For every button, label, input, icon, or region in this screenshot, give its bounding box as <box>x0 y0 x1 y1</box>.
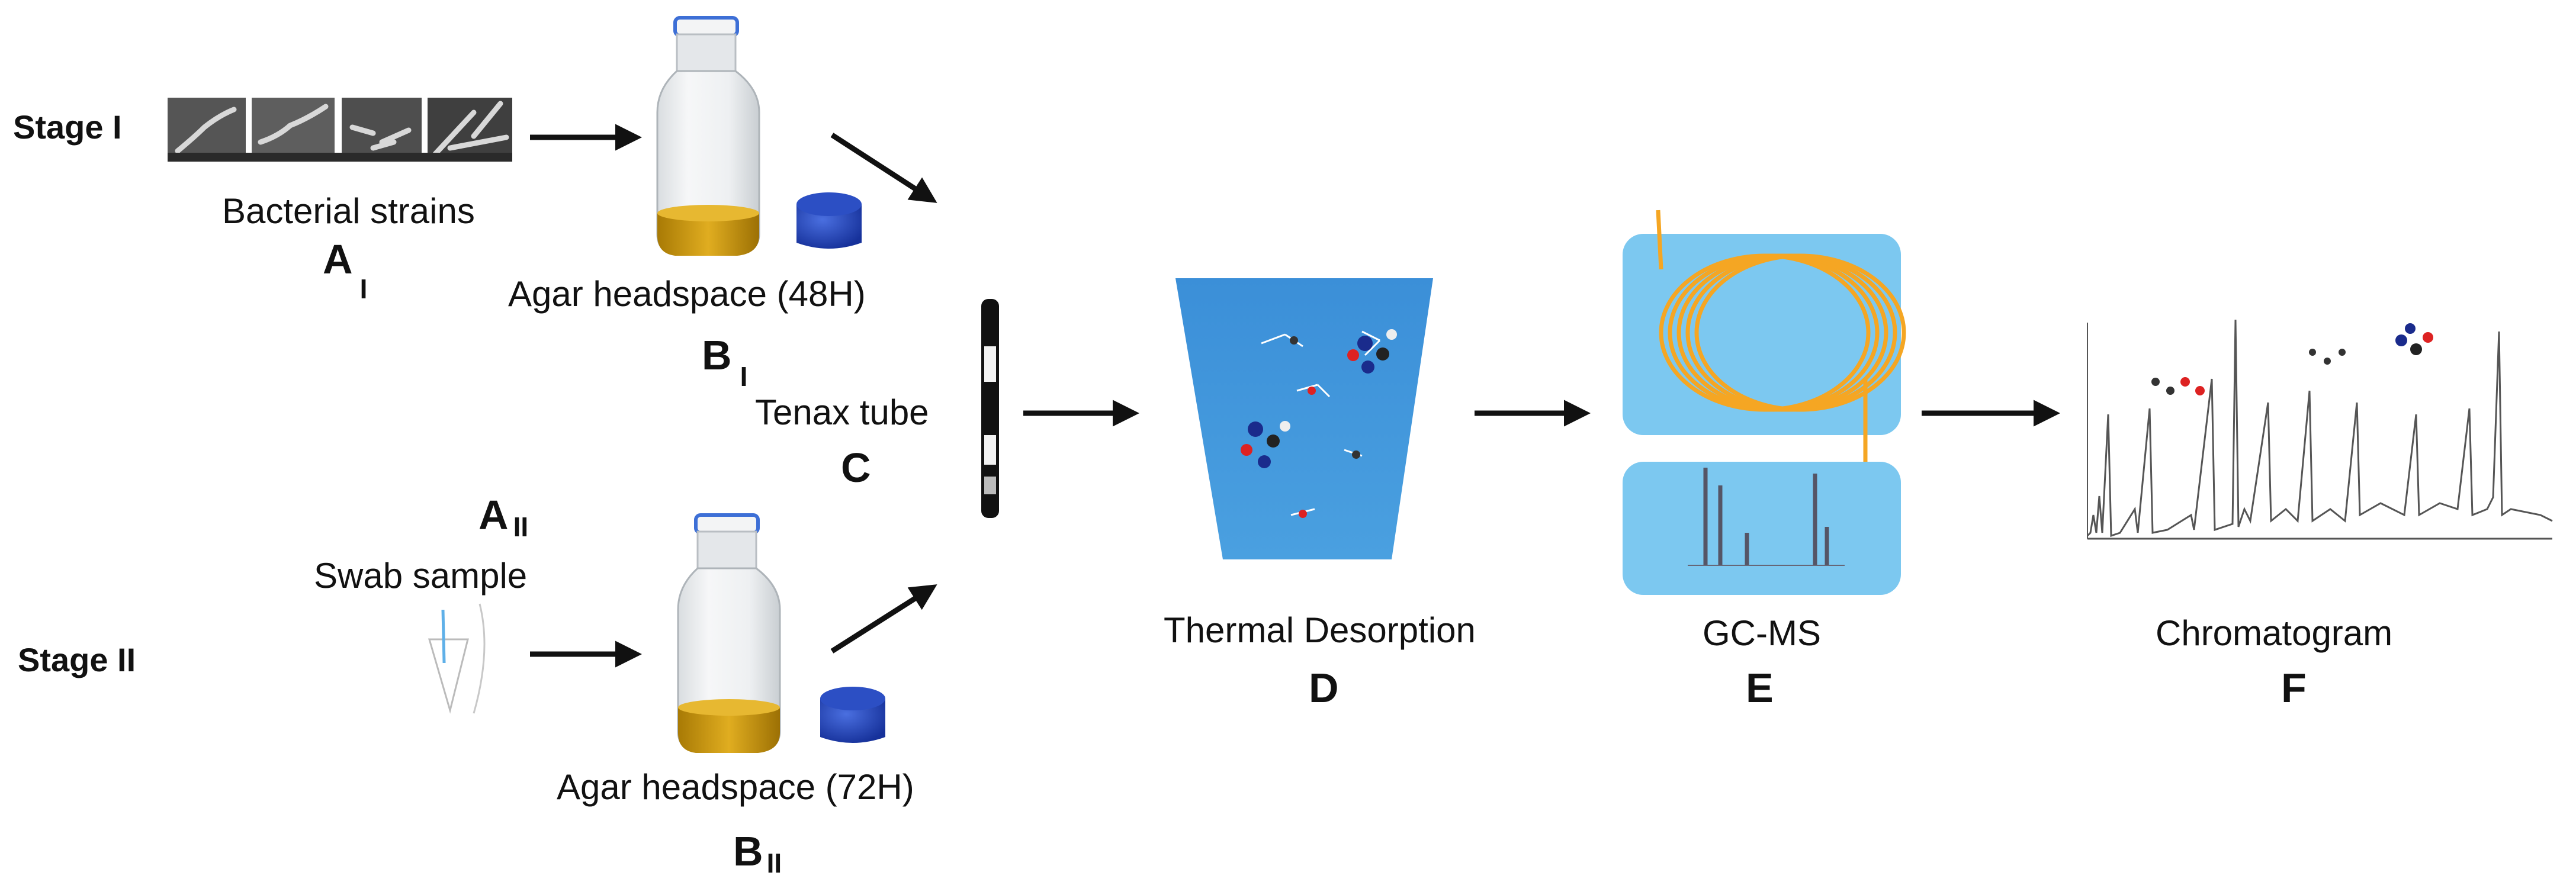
bottle-72h <box>677 513 781 753</box>
thermal-desorption-label: Thermal Desorption <box>1164 610 1476 650</box>
letter-c: C <box>841 445 871 491</box>
gcms-graphic <box>1623 210 1906 595</box>
blue-cap-2 <box>820 687 885 743</box>
letter-a1: AI <box>323 236 368 304</box>
letter-f: F <box>2281 665 2307 711</box>
letter-e: E <box>1746 665 1774 711</box>
thermal-desorption-graphic <box>1175 278 1433 559</box>
chromatogram-label: Chromatogram <box>2156 613 2393 653</box>
tenax-tube-label: Tenax tube <box>755 392 929 432</box>
gcms-label: GC-MS <box>1703 613 1821 653</box>
chromatogram-graphic <box>2086 319 2553 540</box>
letter-d: D <box>1309 665 1339 711</box>
agar-72h-label: Agar headspace (72H) <box>557 767 914 807</box>
swab-sample-graphic <box>428 603 486 714</box>
bottle-48h <box>656 16 760 256</box>
stage-1-label: Stage I <box>13 108 122 146</box>
tenax-tube-graphic <box>981 299 999 518</box>
bacteria-micrographs <box>168 98 512 162</box>
arrow-bottle2-to-tenax <box>830 584 937 654</box>
bacterial-strains-label: Bacterial strains <box>222 191 475 231</box>
agar-48h-label: Agar headspace (48H) <box>508 274 866 314</box>
blue-cap-1 <box>796 192 862 249</box>
swab-sample-label: Swab sample <box>314 556 528 596</box>
arrow-bottle1-to-tenax <box>830 133 937 203</box>
stage-2-label: Stage II <box>18 641 136 678</box>
chromatogram-trace <box>2086 319 2553 538</box>
arrows <box>530 124 2060 668</box>
